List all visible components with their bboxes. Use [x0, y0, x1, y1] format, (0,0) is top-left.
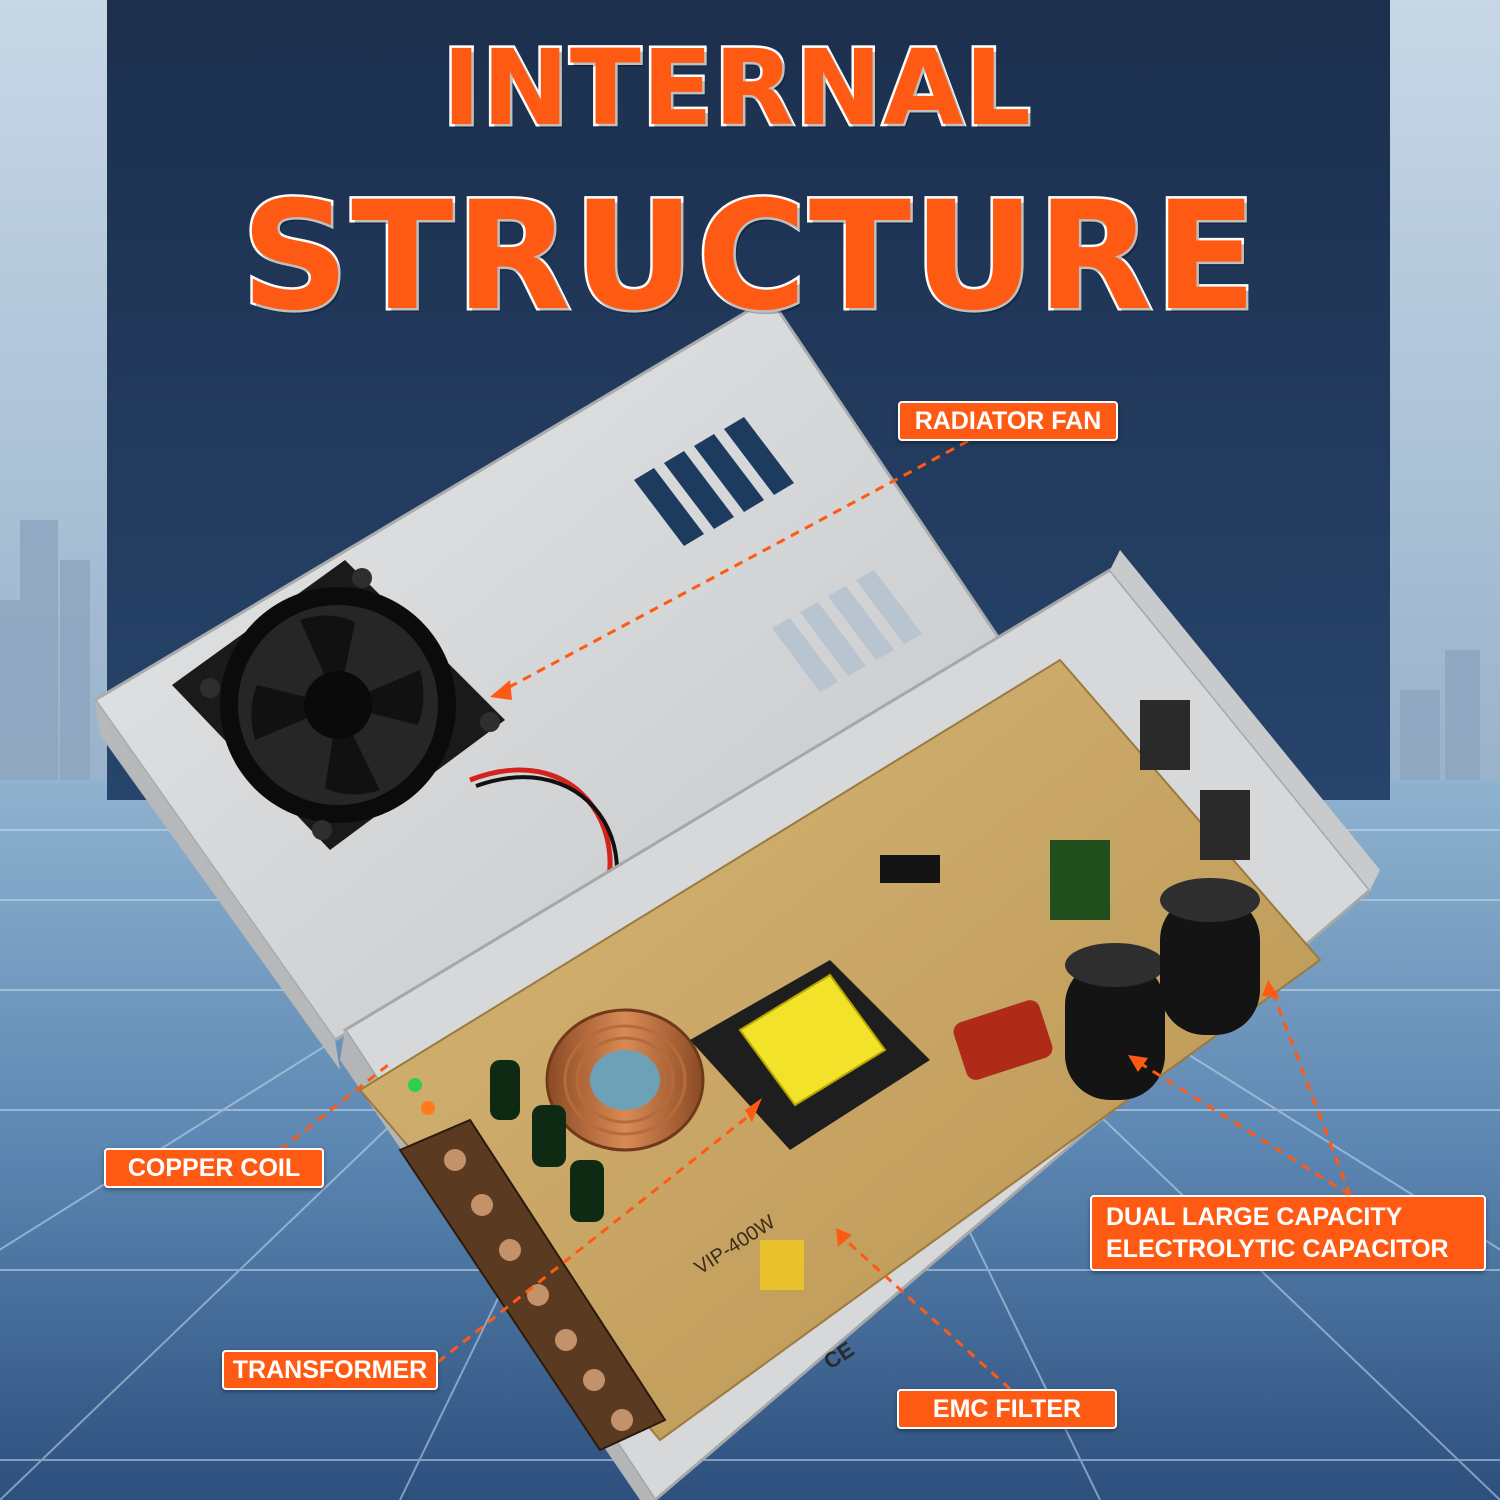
title-line-1: INTERNAL	[440, 27, 1034, 149]
terminal-block	[398, 1118, 667, 1452]
copper-coil-component	[545, 1008, 705, 1152]
callout-lines	[279, 439, 1352, 1391]
capacitor-label: DUAL LARGE CAPACITY ELECTROLYTIC CAPACIT…	[1090, 1195, 1486, 1271]
transformer-label: TRANSFORMER	[222, 1350, 438, 1390]
radiator-fan-label: RADIATOR FAN	[898, 401, 1118, 441]
emc-filter-label: EMC FILTER	[897, 1389, 1117, 1429]
callout-arrowheads	[490, 680, 1280, 1247]
lid	[92, 295, 1003, 1070]
title-line-2: STRUCTURE	[239, 170, 1260, 344]
copper-coil-label: COPPER COIL	[104, 1148, 324, 1188]
transformer-component	[690, 960, 930, 1150]
radiator-fan-device	[172, 560, 619, 1045]
small-components: VIP-400W CE	[408, 700, 1250, 1374]
